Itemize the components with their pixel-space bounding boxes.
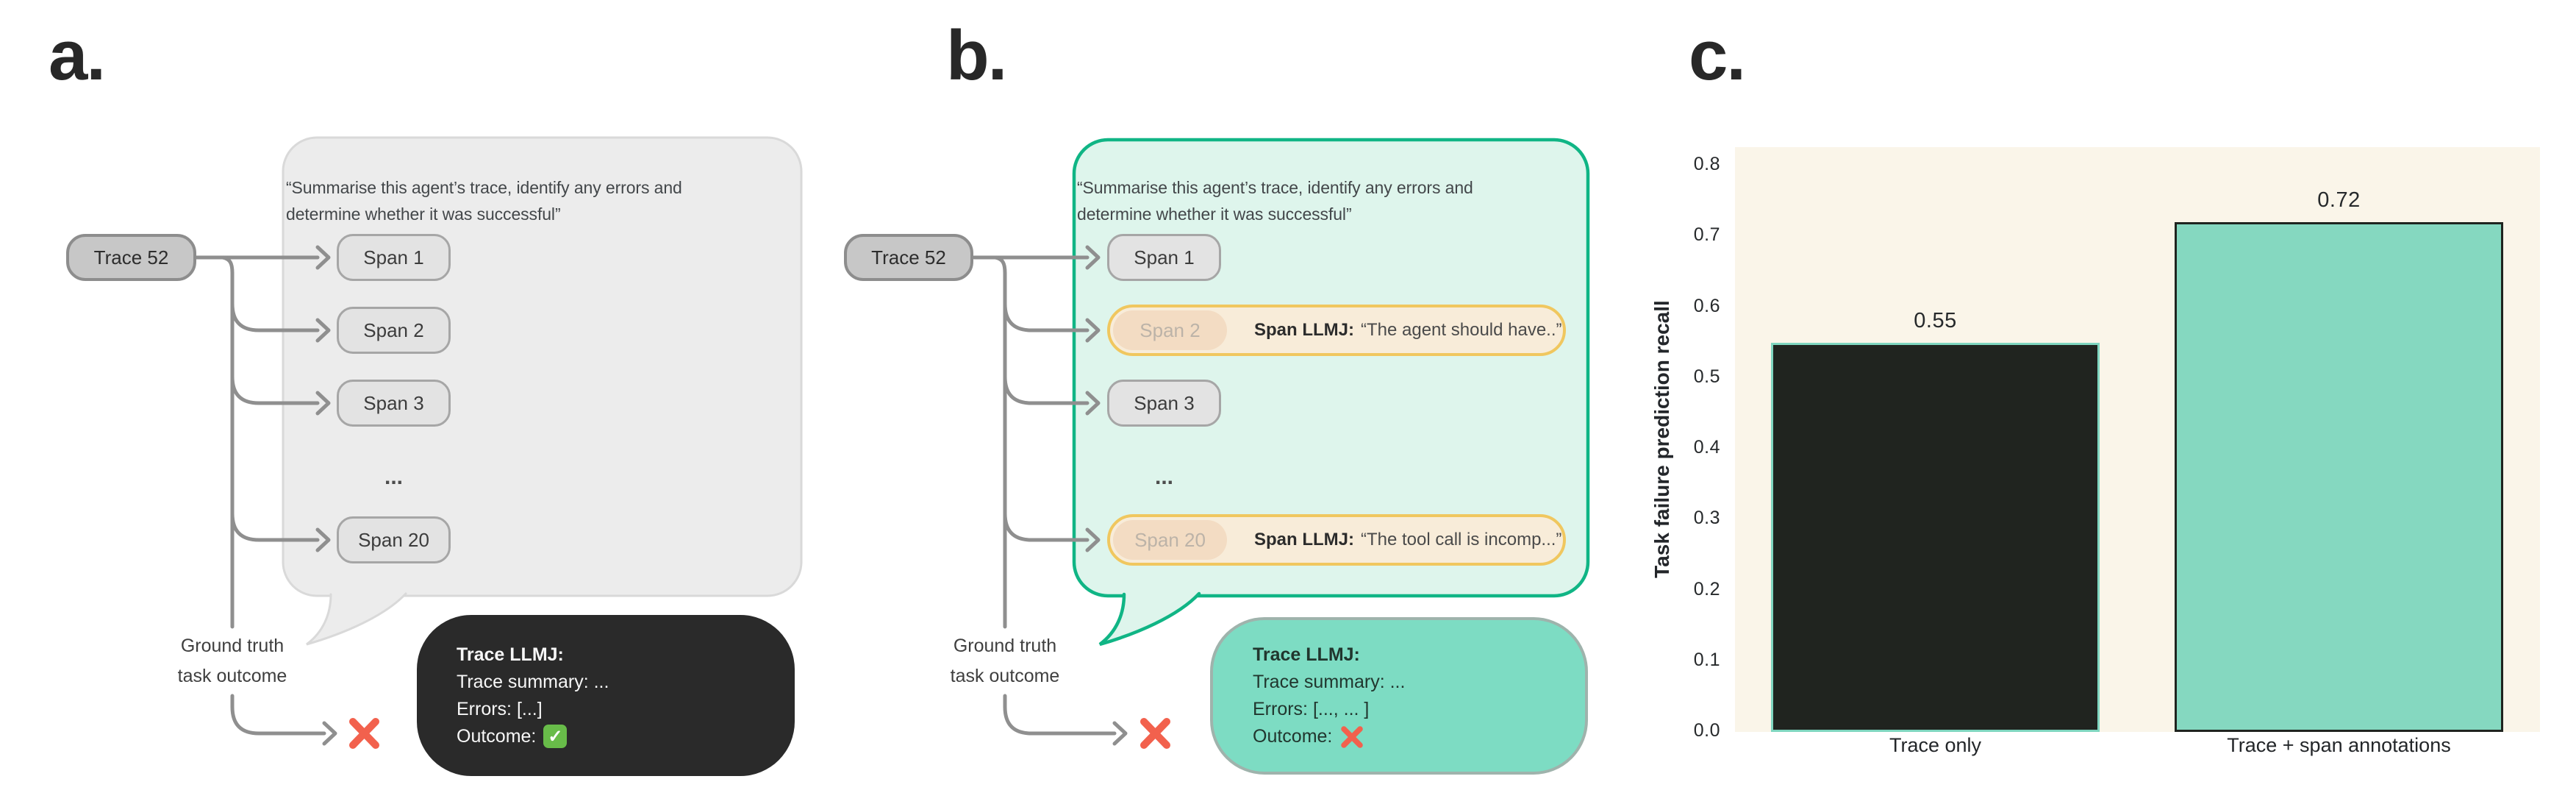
bar-chart-plot xyxy=(1735,147,2540,732)
panel-a-label: a. xyxy=(49,16,106,95)
check-emoji-icon: ✓ xyxy=(543,725,568,748)
span-ellipsis-b: ... xyxy=(1154,465,1173,489)
result-title-b: Trace LLMJ: xyxy=(1253,644,1360,665)
result-outcome-label-a: Outcome: xyxy=(457,725,537,747)
result-errors-a: Errors: [...] xyxy=(457,698,543,719)
span-node-a-1: Span 1 xyxy=(337,234,451,281)
annotated-span-node-b-20: Span 20 Span LLMJ: “The tool call is inc… xyxy=(1107,514,1566,566)
panel-c-label: c. xyxy=(1689,16,1746,95)
ground-truth-failure-x-icon-b xyxy=(1140,718,1170,749)
result-summary-a: Trace summary: ... xyxy=(457,671,609,692)
result-summary-b: Trace summary: ... xyxy=(1253,672,1406,692)
bar-2 xyxy=(2175,222,2503,732)
result-errors-b: Errors: [..., ... ] xyxy=(1253,699,1370,719)
span-node-b-2: Span 2 xyxy=(1113,310,1227,350)
y-tick-label: 0.0 xyxy=(1693,720,1720,741)
ground-truth-label-a: Ground truth task outcome xyxy=(177,636,287,686)
span-node-b-20: Span 20 xyxy=(1113,520,1227,560)
y-tick-label: 0.4 xyxy=(1693,437,1720,458)
cross-emoji-icon xyxy=(1341,725,1364,748)
bar-1 xyxy=(1771,343,2100,732)
ground-truth-label-b: Ground truth task outcome xyxy=(950,636,1060,686)
span-node-a-20: Span 20 xyxy=(337,516,451,563)
span-llmj-label: Span LLMJ: xyxy=(1254,320,1354,340)
span-node-b-1: Span 1 xyxy=(1107,234,1221,281)
span-llmj-quote: “The agent should have..” xyxy=(1361,320,1562,340)
connector-arrows-a xyxy=(194,245,337,746)
span-llmj-label: Span LLMJ: xyxy=(1254,530,1354,549)
result-outcome-label-b: Outcome: xyxy=(1253,726,1333,747)
y-tick-label: 0.5 xyxy=(1693,366,1720,387)
y-tick-label: 0.7 xyxy=(1693,224,1720,246)
y-tick-label: 0.6 xyxy=(1693,295,1720,316)
y-tick-label: 0.2 xyxy=(1693,578,1720,600)
judge-prompt-text-a: “Summarise this agent’s trace, identify … xyxy=(286,178,682,224)
y-tick-label: 0.1 xyxy=(1693,649,1720,670)
trace-llmj-result-a: Trace LLMJ: Trace summary: ... Errors: [… xyxy=(417,615,795,776)
connector-arrows-b xyxy=(972,245,1128,746)
span-node-b-3: Span 3 xyxy=(1107,380,1221,427)
span-ellipsis-a: ... xyxy=(384,465,403,489)
x-tick-label: Trace only xyxy=(1889,734,1982,756)
span-llmj-quote: “The tool call is incomp...” xyxy=(1361,530,1562,549)
ground-truth-failure-x-icon-a xyxy=(349,718,379,749)
panel-b-label: b. xyxy=(946,16,1007,95)
bar-value-label: 0.55 xyxy=(1914,309,1957,332)
x-tick-label: Trace + span annotations xyxy=(2227,734,2451,756)
y-tick-label: 0.3 xyxy=(1693,508,1720,529)
trace-llmj-result-b: Trace LLMJ: Trace summary: ... Errors: [… xyxy=(1210,617,1588,775)
y-tick-label: 0.8 xyxy=(1693,154,1720,174)
span-node-a-2: Span 2 xyxy=(337,307,451,354)
bar-value-label: 0.72 xyxy=(2317,188,2361,212)
annotated-span-node-b-2: Span 2 Span LLMJ: “The agent should have… xyxy=(1107,305,1566,356)
result-title-a: Trace LLMJ: xyxy=(457,644,564,665)
span-node-a-3: Span 3 xyxy=(337,380,451,427)
trace-node-b: Trace 52 xyxy=(844,234,973,281)
judge-prompt-text-b: “Summarise this agent’s trace, identify … xyxy=(1077,178,1473,224)
trace-node-a: Trace 52 xyxy=(66,234,196,281)
